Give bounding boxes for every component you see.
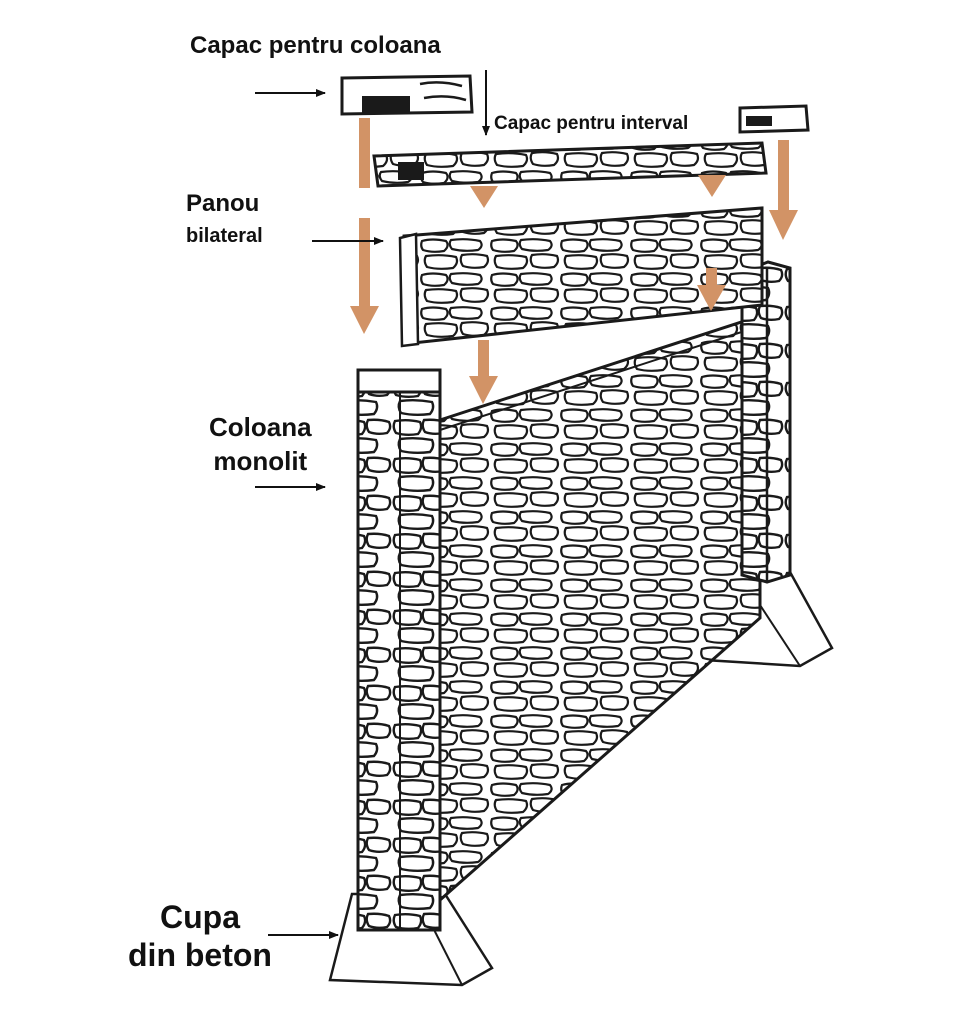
label-panel-line1: Panou (186, 190, 260, 217)
small-column-cap-part (738, 104, 810, 134)
bilateral-panel-part (398, 206, 764, 348)
label-cup-line1: Cupa (159, 899, 240, 935)
front-monolith-column (356, 368, 442, 932)
assembly-arrow-interval-right (698, 175, 726, 197)
assembly-arrow-panel-left (469, 340, 498, 404)
assembly-arrow-interval-left (470, 186, 498, 208)
assembly-arrow-panel-right (697, 268, 726, 311)
label-cup-line2: din beton (128, 937, 272, 973)
label-column-line2: monolit (213, 446, 308, 476)
label-monolith-column: Coloana monolit (209, 410, 312, 478)
label-bilateral-panel: Panou bilateral (186, 188, 263, 252)
back-monolith-column (740, 260, 792, 584)
column-cap-part (340, 74, 474, 116)
label-interval-cap: Capac pentru interval (494, 113, 689, 134)
interval-cap-part (372, 141, 768, 188)
label-concrete-cup: Cupa din beton (128, 898, 272, 974)
assembly-arrow-small-cap (769, 140, 798, 240)
assembly-arrow-column-cap (350, 118, 379, 334)
stone-wall-panel (438, 313, 762, 904)
label-column-cap: Capac pentru coloana (190, 32, 441, 59)
label-column-line1: Coloana (209, 412, 312, 442)
label-panel-line2: bilateral (186, 225, 263, 247)
